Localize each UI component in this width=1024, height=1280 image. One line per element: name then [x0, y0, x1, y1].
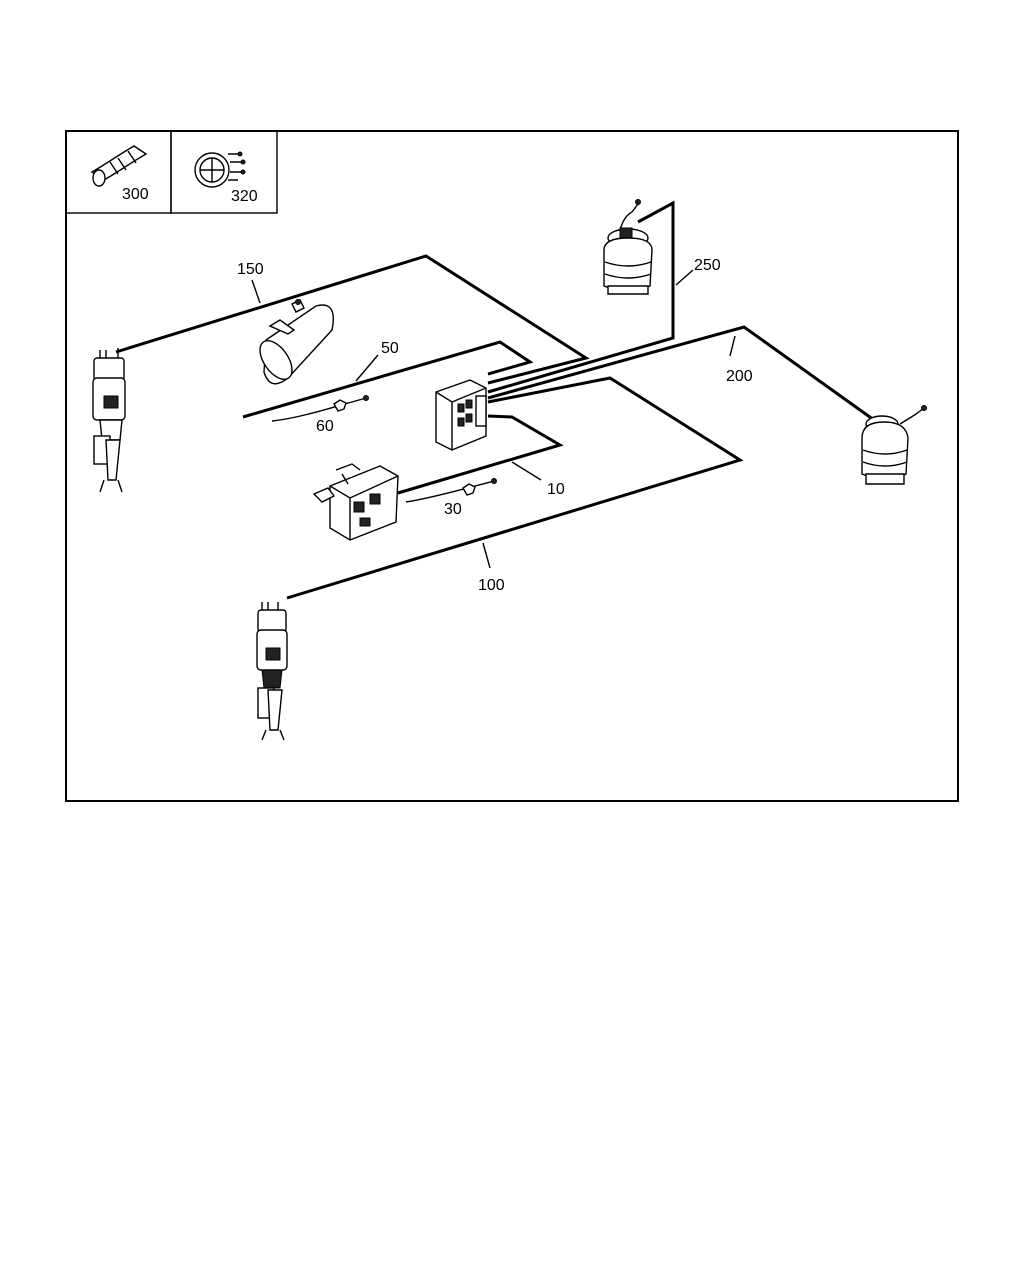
rear-air-spring-left-icon[interactable]: [861, 405, 927, 485]
cable-30-icon[interactable]: [405, 478, 497, 503]
callout-30: 30: [444, 501, 462, 518]
diagram-border: [65, 130, 959, 802]
rear-air-spring-right-icon[interactable]: [603, 199, 653, 295]
callout-200: 200: [726, 368, 753, 385]
callout-300: 300: [122, 186, 149, 203]
cable-60-icon[interactable]: [271, 395, 369, 422]
connector-300-icon[interactable]: [90, 145, 148, 187]
callout-320: 320: [231, 188, 258, 205]
front-strut-left-icon[interactable]: [92, 348, 126, 493]
callout-50: 50: [381, 340, 399, 357]
inset-box-320: [170, 130, 278, 214]
leader-lines: [251, 269, 736, 569]
callout-150: 150: [237, 261, 264, 278]
harness-lines: [115, 200, 875, 600]
air-reservoir-icon[interactable]: [254, 299, 334, 385]
callout-60: 60: [316, 418, 334, 435]
callout-10: 10: [547, 481, 565, 498]
front-strut-right-icon[interactable]: [256, 602, 288, 741]
inset-box-300: [65, 130, 172, 214]
callout-100: 100: [478, 577, 505, 594]
callout-250: 250: [694, 257, 721, 274]
round-plug-320-icon[interactable]: [194, 151, 246, 188]
control-module-icon[interactable]: [435, 379, 487, 451]
compressor-unit-icon[interactable]: [312, 463, 399, 541]
